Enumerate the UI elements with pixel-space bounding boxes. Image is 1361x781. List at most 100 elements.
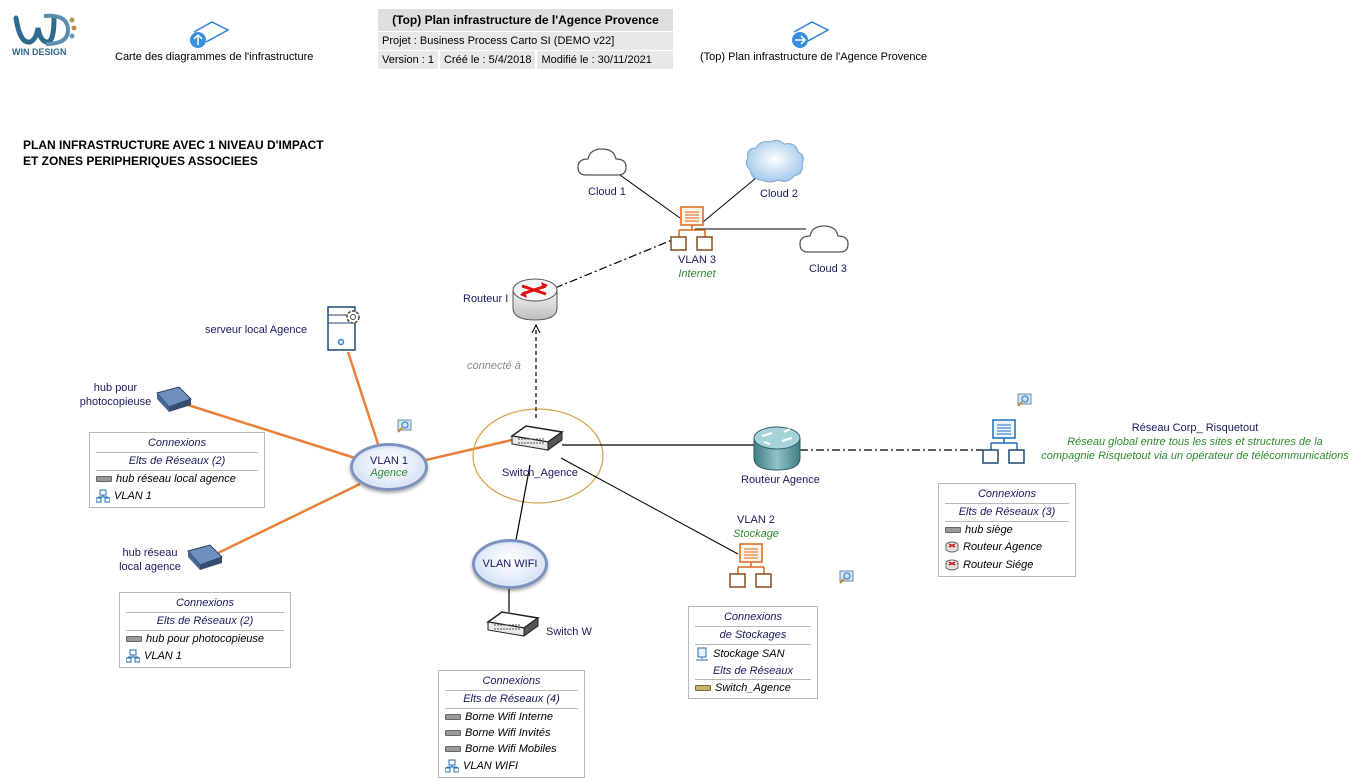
hub-reseau-local-icon[interactable] (186, 543, 224, 571)
nav-next-button[interactable] (788, 20, 832, 50)
diagram-heading: PLAN INFRASTRUCTURE AVEC 1 NIVEAU D'IMPA… (23, 137, 324, 169)
hub-icon (445, 746, 461, 752)
connection-item[interactable]: VLAN 1 (96, 487, 258, 505)
routeur-i-label: Routeur I (463, 293, 509, 305)
nav-next-label[interactable]: (Top) Plan infrastructure de l'Agence Pr… (700, 51, 928, 63)
hub-icon (96, 476, 112, 482)
connection-item[interactable]: Routeur Siége (945, 556, 1069, 574)
connection-item[interactable]: hub pour photocopieuse (126, 631, 284, 647)
vlan-wifi-label: VLAN WIFI (482, 558, 538, 570)
reseau-corp-desc-1: Réseau global entre tous les sites et st… (1067, 436, 1323, 448)
connection-item[interactable]: VLAN WIFI (445, 757, 578, 775)
connection-item[interactable]: hub siège (945, 522, 1069, 538)
connections-section: Elts de Réseaux (3) (945, 504, 1069, 522)
connection-item[interactable]: Borne Wifi Invités (445, 725, 578, 741)
reseau-corp-icon[interactable] (981, 418, 1029, 466)
connection-item-label: Borne Wifi Interne (465, 711, 553, 723)
switch-icon (695, 685, 711, 691)
zoom-detail-icon[interactable] (1016, 393, 1032, 407)
connection-item[interactable]: Borne Wifi Mobiles (445, 741, 578, 757)
switch-w-label: Switch W (546, 626, 592, 638)
hub-photocopieuse-label-2: photocopieuse (79, 396, 152, 408)
title-block: (Top) Plan infrastructure de l'Agence Pr… (378, 9, 673, 70)
connection-item[interactable]: hub réseau local agence (96, 471, 258, 487)
hub-icon (945, 527, 961, 533)
connecte-a-label: connecté à (467, 360, 521, 372)
link-cloud1-vlan3 (619, 174, 681, 219)
vlan-1-label: VLAN 1 (370, 455, 408, 467)
nav-up-label[interactable]: Carte des diagrammes de l'infrastructure (115, 51, 314, 63)
serveur-local-label: serveur local Agence (205, 324, 308, 336)
reseau-corp-label: Réseau Corp_ Risquetout (1131, 422, 1259, 434)
cloud-3-label: Cloud 3 (809, 263, 847, 275)
hub-local-connections-box: Connexions Elts de Réseaux (2) hub pour … (119, 592, 291, 668)
connection-item-label: Borne Wifi Invités (465, 727, 551, 739)
vlan-wifi-node[interactable]: VLAN WIFI (472, 539, 548, 589)
network-icon (126, 649, 140, 663)
diagram-heading-line2: ET ZONES PERIPHERIQUES ASSOCIEES (23, 154, 258, 168)
connection-item-label: VLAN 1 (144, 650, 182, 662)
vlan-1-node[interactable]: VLAN 1 Agence (350, 443, 428, 491)
connection-item[interactable]: Stockage SAN (695, 645, 811, 663)
vlan-2-icon[interactable] (728, 542, 776, 590)
connection-item-label: VLAN WIFI (463, 760, 519, 772)
logo-text: WIN DESIGN (12, 47, 67, 57)
connections-section: de Stockages (695, 627, 811, 645)
diagram-title: (Top) Plan infrastructure de l'Agence Pr… (378, 9, 673, 32)
connection-item[interactable]: Borne Wifi Interne (445, 709, 578, 725)
link-serveur-vlan1 (346, 351, 380, 445)
vlan-2-connections-box: Connexions de Stockages Stockage SAN Elt… (688, 606, 818, 699)
cloud-2-icon[interactable] (742, 138, 806, 184)
diagram-next-icon (792, 21, 830, 48)
cloud-1-label: Cloud 1 (588, 186, 626, 198)
serveur-local-icon[interactable] (326, 305, 364, 353)
connection-item[interactable]: Routeur Agence (945, 538, 1069, 556)
connections-title: Connexions (126, 595, 284, 613)
hub-photocopieuse-icon[interactable] (155, 385, 193, 413)
hub-icon (126, 636, 142, 642)
vlan-3-sublabel: Internet (678, 268, 716, 280)
link-switch-vlanwifi (515, 464, 531, 541)
switch-agence-icon[interactable] (510, 424, 564, 454)
vlan-2-sublabel: Stockage (733, 528, 779, 540)
vlan-3-icon[interactable] (669, 205, 717, 253)
connection-item[interactable]: VLAN 1 (126, 647, 284, 665)
connections-title: Connexions (445, 673, 578, 691)
connection-item-label: VLAN 1 (114, 490, 152, 502)
connections-title: Connexions (945, 486, 1069, 504)
connection-item[interactable]: Switch_Agence (695, 680, 811, 696)
switch-w-icon[interactable] (486, 610, 540, 640)
nav-up-button[interactable] (188, 20, 232, 50)
hub-icon (445, 730, 461, 736)
connection-item-label: Borne Wifi Mobiles (465, 743, 557, 755)
logo-mark-icon (13, 13, 77, 46)
zoom-detail-icon[interactable] (838, 570, 854, 584)
connection-item-label: Routeur Siége (963, 559, 1034, 571)
version-label: Version : 1 (378, 51, 440, 69)
network-icon (445, 759, 459, 773)
hub-reseau-local-label-2: local agence (119, 561, 181, 573)
diagram-heading-line1: PLAN INFRASTRUCTURE AVEC 1 NIVEAU D'IMPA… (23, 138, 324, 152)
routeur-i-icon[interactable] (510, 276, 560, 324)
connections-section: Elts de Réseaux (695, 663, 811, 680)
link-routeur-i-vlan3 (554, 239, 673, 289)
connection-item-label: Switch_Agence (715, 682, 791, 694)
vlan-3-label: VLAN 3 (678, 254, 716, 266)
routeur-agence-icon[interactable] (752, 424, 802, 474)
link-hub-photo-vlan1 (187, 403, 356, 460)
cloud-3-icon[interactable] (798, 222, 850, 254)
switch-agence-label: Switch_Agence (502, 467, 578, 479)
zoom-detail-icon[interactable] (396, 419, 412, 433)
hub-photocopieuse-label-1: hub pour (93, 382, 138, 394)
connections-title: Connexions (695, 609, 811, 627)
windesign-logo: WIN DESIGN (10, 10, 78, 62)
connections-section: Elts de Réseaux (2) (96, 453, 258, 471)
link-hub-local-vlan1 (217, 482, 361, 555)
cloud-1-icon[interactable] (576, 145, 628, 177)
connection-item-label: Routeur Agence (963, 541, 1043, 553)
connection-item-label: Stockage SAN (713, 648, 785, 660)
connection-item-label: hub réseau local agence (116, 473, 236, 485)
connection-item-label: hub pour photocopieuse (146, 633, 265, 645)
reseau-corp-desc-2: compagnie Risquetout via un opérateur de… (1041, 450, 1349, 462)
